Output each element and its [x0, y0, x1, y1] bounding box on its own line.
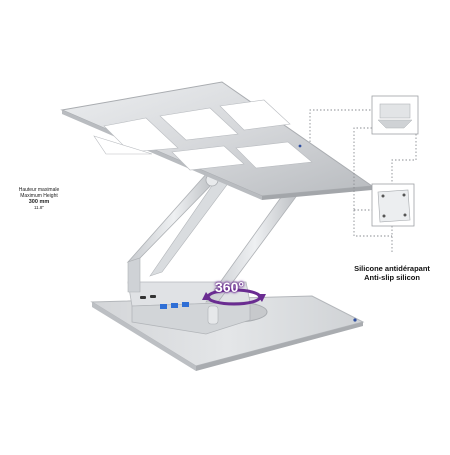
usb-port-2 — [171, 303, 178, 308]
height-label-en: Maximum Height — [20, 192, 58, 199]
silicone-callout: Silicone antidérapant Anti-slip silicon — [336, 264, 448, 283]
usbc-port-1 — [140, 296, 146, 299]
callout-leaders — [309, 109, 417, 254]
rotation-arrow-icon — [202, 288, 266, 306]
base-dot — [353, 318, 357, 322]
laptop-stand-thumbnail — [371, 95, 419, 135]
silicone-label-en: Anti-slip silicon — [364, 273, 420, 283]
silicone-label-fr: Silicone antidérapant — [354, 264, 430, 273]
rotation-badge: 360° — [215, 279, 244, 295]
height-label-fr: Hauteur maximale — [18, 187, 60, 193]
usb-port-1 — [160, 304, 167, 309]
usbc-port-2 — [150, 295, 156, 298]
height-callout: Hauteur maximale Maximum Height 300 mm 1… — [8, 187, 70, 211]
height-imperial: 11.8" — [33, 205, 45, 211]
laptop-tray — [60, 81, 374, 200]
silicone-pad-thumbnail — [371, 183, 415, 227]
height-metric: 300 mm — [28, 199, 50, 206]
usb-port-3 — [182, 302, 189, 307]
